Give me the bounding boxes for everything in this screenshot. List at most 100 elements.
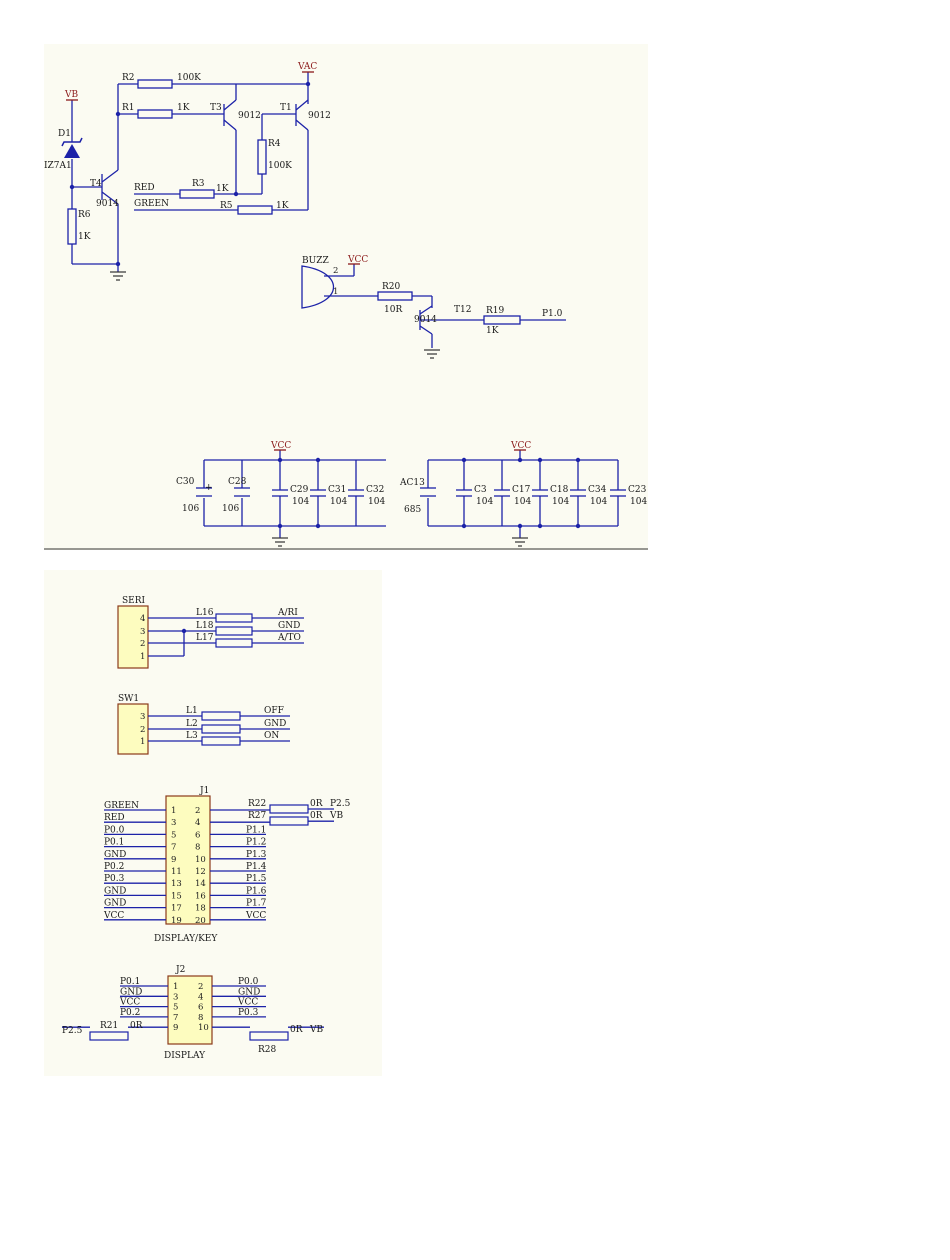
ref-r19: R19: [486, 306, 505, 316]
net-green: GREEN: [134, 199, 169, 209]
connector-seri: [117, 605, 304, 669]
wire: [101, 191, 119, 205]
wire: [295, 119, 309, 131]
resistor-r20: [377, 291, 413, 301]
j1-left-pin: 1: [171, 806, 176, 816]
junction-dot: [315, 457, 321, 463]
buzz-pin1: 1: [333, 287, 338, 297]
junction-dot: [305, 81, 311, 87]
ref-r28: R28: [258, 1045, 277, 1055]
inductor-l2: [201, 724, 241, 734]
ref-d1: D1: [58, 129, 71, 139]
schematic-bottom-background: [44, 570, 382, 1076]
j1-right-net: P1.5: [246, 874, 267, 884]
buzzer-resistors: [377, 291, 521, 325]
ref-r4: R4: [268, 139, 281, 149]
j1-right-pin: 2: [195, 806, 200, 816]
header-j1-wires: [104, 808, 334, 921]
j2-left-net: P0.2: [120, 1008, 140, 1018]
sw1-pin: 3: [140, 712, 145, 722]
inductor-l1: [201, 711, 241, 721]
j1-left-pin: 17: [171, 904, 182, 914]
inductor-l17: [215, 638, 253, 648]
j1-left-net: P0.1: [104, 838, 124, 848]
value-r21: 0R: [130, 1021, 143, 1031]
zener-triangle: [64, 144, 80, 158]
net-vcc-buzz: VCC: [347, 255, 368, 265]
value-r4: 100K: [268, 161, 292, 171]
net-p25-j1: P2.5: [330, 799, 351, 809]
j2-right-net: GND: [238, 987, 260, 997]
ref-j2: J2: [175, 965, 185, 975]
value-r22: 0R: [310, 799, 323, 809]
net-vb: VB: [64, 90, 78, 100]
value-r28: 0R: [290, 1025, 303, 1035]
zener-bar: [61, 137, 83, 147]
j2-left-pin: 5: [173, 1003, 178, 1013]
j1-left-net: P0.0: [104, 825, 125, 835]
net-ari: A/RI: [277, 608, 298, 618]
ground-symbol: [272, 537, 288, 547]
ref-t3: T3: [210, 103, 222, 113]
ref-t12: T12: [454, 305, 471, 315]
ref-r20: R20: [382, 282, 401, 292]
j1-left-pin: 3: [171, 818, 176, 828]
j2-right-pin: 8: [198, 1013, 203, 1023]
value-c28: 106: [222, 504, 239, 514]
net-vcc-caps-left: VCC: [270, 441, 291, 451]
j1-left-net: P0.3: [104, 874, 125, 884]
j2-right-pin: 2: [198, 982, 203, 992]
connector-body: [165, 795, 211, 925]
ref-t1: T1: [280, 103, 292, 113]
j2-name: DISPLAY: [164, 1051, 206, 1061]
j1-right-pin: 12: [195, 867, 206, 877]
value-c32: 104: [368, 497, 385, 507]
capacitor-bank-left: [196, 449, 386, 538]
connector-sw1: [117, 703, 290, 755]
j1-right-net: P1.7: [246, 899, 267, 909]
net-vb-j2: VB: [309, 1025, 323, 1035]
ref-r6: R6: [78, 210, 91, 220]
ref-c30: C30: [176, 477, 195, 487]
junction-dot: [575, 523, 581, 529]
ref-r5: R5: [220, 201, 233, 211]
j1-right-pin: 14: [195, 879, 206, 889]
j1-right-pin: 8: [195, 843, 200, 853]
resistor-r4: [257, 139, 267, 175]
buzz-pin2: 2: [333, 266, 338, 276]
connector-body: [117, 605, 149, 669]
value-r27: 0R: [310, 811, 323, 821]
resistor-r6: [67, 208, 77, 245]
sw1-pin: 1: [140, 737, 145, 747]
junction-dot: [115, 261, 121, 267]
value-r1: 1K: [177, 103, 190, 113]
resistor-r22: [269, 804, 309, 814]
junction-dot: [461, 523, 467, 529]
inductor-l18: [215, 626, 253, 636]
junction-dot: [537, 457, 543, 463]
junction-dot: [537, 523, 543, 529]
ref-l3: L3: [186, 731, 198, 741]
junction-dot: [575, 457, 581, 463]
resistor-r27: [269, 816, 309, 826]
j1-left-pin: 5: [171, 830, 176, 840]
net-gnd: GND: [264, 719, 286, 729]
sw1-pin: 2: [140, 725, 145, 735]
j2-right-net: VCC: [237, 998, 258, 1008]
ref-l18: L18: [196, 621, 214, 631]
value-c29: 104: [292, 497, 309, 507]
header-j1-labels: 1GREEN3RED5P0.07P0.19GND11P0.213P0.315GN…: [103, 801, 267, 926]
j2-right-pin: 4: [198, 992, 203, 1002]
polarity-plus: +: [205, 483, 213, 493]
junction-dots: [277, 457, 321, 529]
resistor-r28: [249, 1031, 289, 1041]
capacitor-bank-right: [420, 449, 626, 538]
j1-right-net: P1.2: [246, 838, 266, 848]
header-j1: [165, 795, 211, 925]
value-r19: 1K: [486, 326, 499, 336]
ref-c18: C18: [550, 485, 569, 495]
value-t4: 9014: [96, 199, 119, 209]
j1-right-pin: 4: [195, 818, 200, 828]
ground-symbol: [424, 349, 440, 359]
j1-left-net: GREEN: [104, 801, 139, 811]
